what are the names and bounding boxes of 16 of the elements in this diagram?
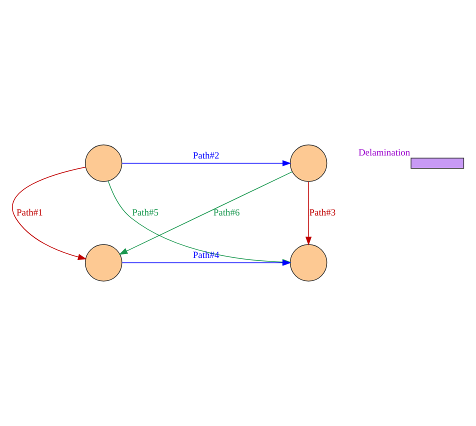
arrow <box>122 160 292 166</box>
edge-label: Path#5 <box>132 208 159 218</box>
edge-label: Path#4 <box>192 250 220 261</box>
node-bar <box>410 158 464 169</box>
arrow <box>118 171 292 255</box>
arrow <box>12 166 87 260</box>
node-circle <box>290 244 328 282</box>
edge-label: Path#3 <box>309 208 336 218</box>
edge-label: Path#1 <box>16 208 43 218</box>
edge-label: Path#2 <box>192 151 220 162</box>
node-circle <box>84 144 122 182</box>
edge-label: Path#6 <box>213 208 240 218</box>
node-circle <box>290 144 328 182</box>
node-circle <box>84 244 122 282</box>
node-label: Delamination <box>358 148 410 158</box>
arrow <box>305 181 312 246</box>
